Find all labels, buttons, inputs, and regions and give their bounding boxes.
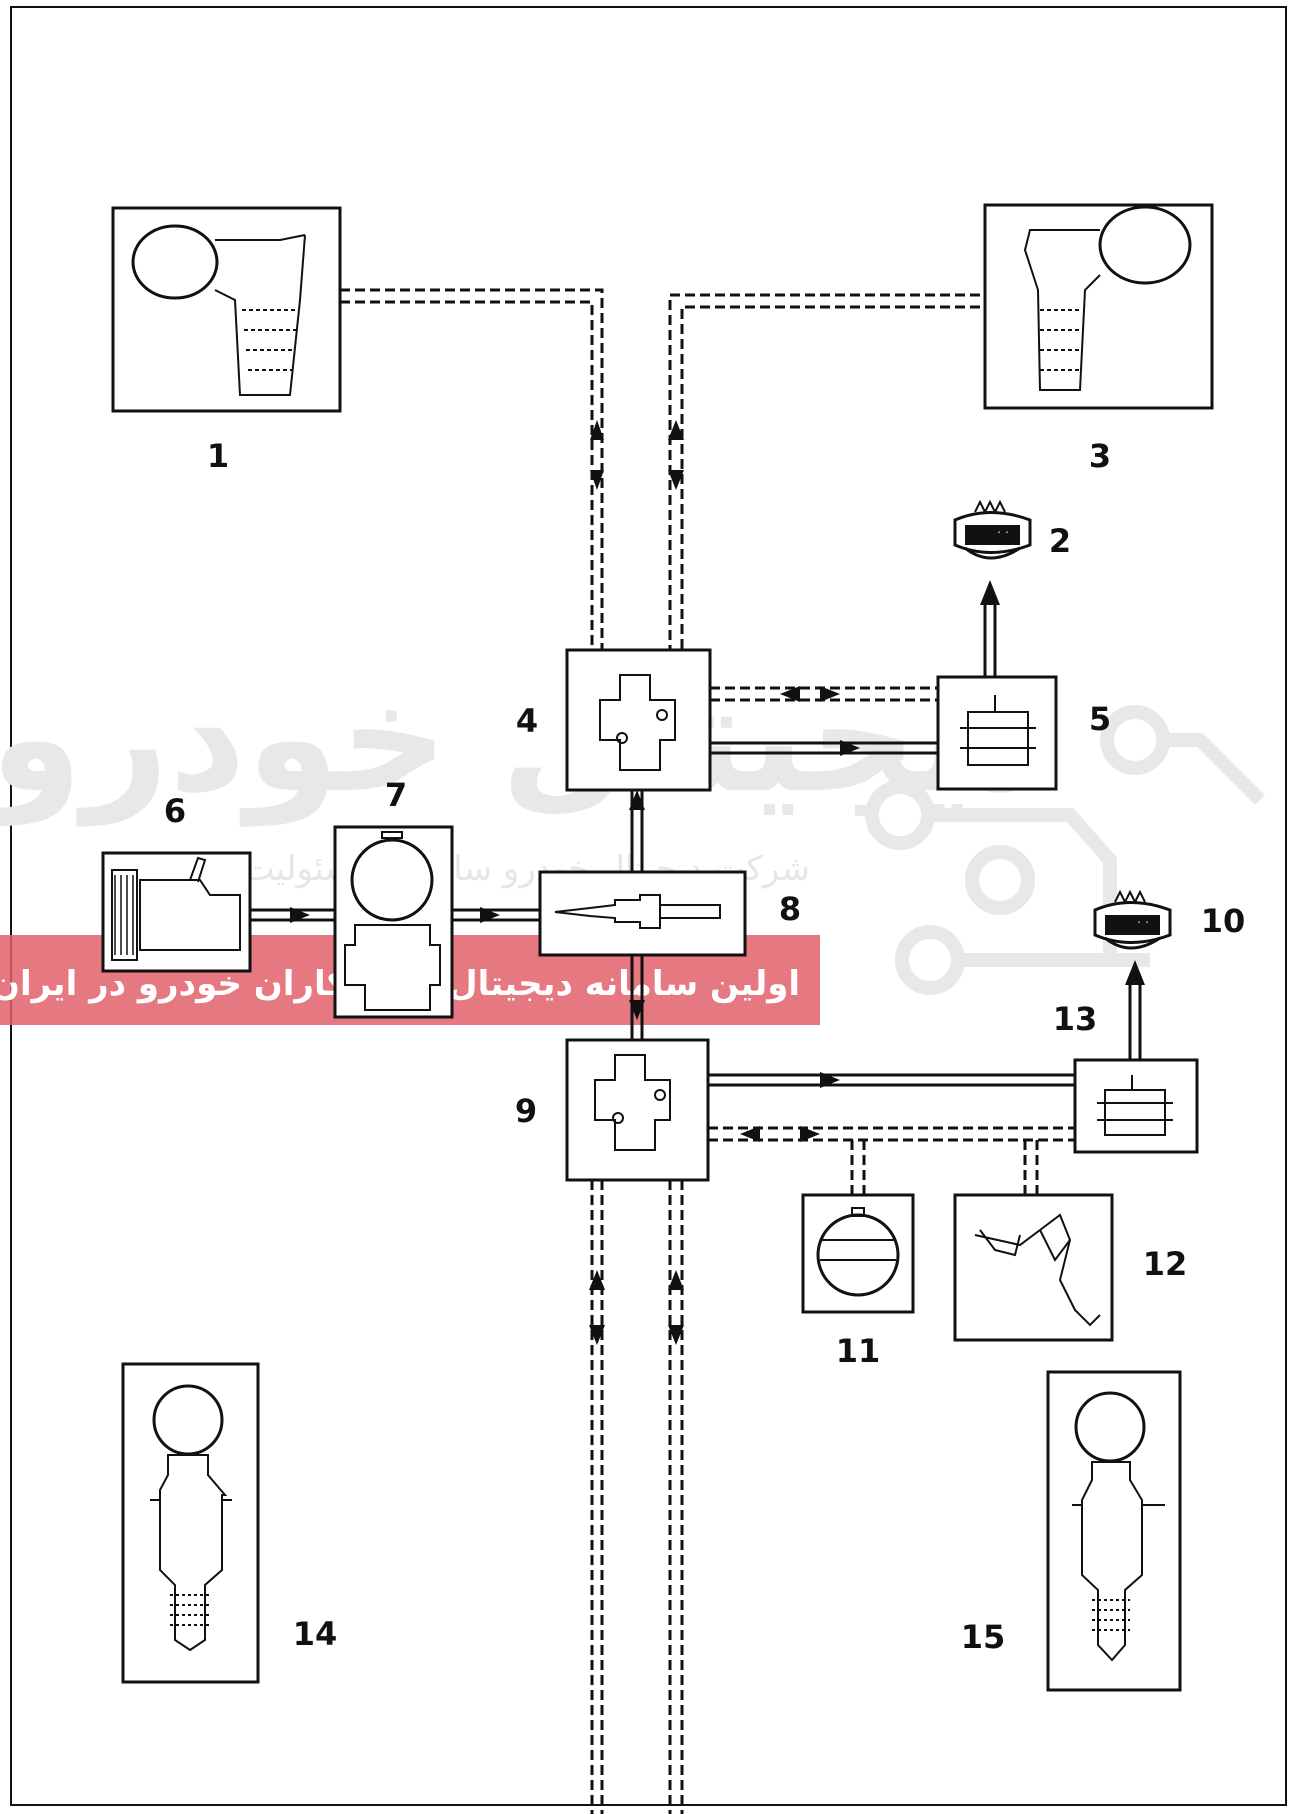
pressure-regulator-icon bbox=[936, 675, 1058, 791]
front-suspension-left-icon bbox=[111, 206, 342, 413]
sphere-accumulator-icon bbox=[801, 1193, 915, 1314]
valve-block-icon bbox=[565, 1038, 710, 1182]
line-3-to-4 bbox=[668, 293, 980, 650]
label-10: 10 bbox=[1201, 902, 1246, 940]
label-8: 8 bbox=[779, 890, 801, 928]
line-1-to-4 bbox=[340, 288, 604, 650]
component-numbers: 1 2 3 4 5 6 7 8 9 10 11 12 13 14 15 bbox=[164, 437, 1245, 1656]
accumulator-icon bbox=[333, 825, 454, 1019]
pump-icon bbox=[101, 851, 252, 973]
line-9-to-14 bbox=[590, 1180, 604, 1814]
label-15: 15 bbox=[961, 1618, 1006, 1656]
line-9-to-13 bbox=[708, 1073, 1075, 1087]
label-13: 13 bbox=[1053, 1000, 1098, 1038]
line-4-to-5-feed bbox=[710, 741, 938, 755]
rear-strut-icon bbox=[1046, 1370, 1182, 1692]
flow-arrows bbox=[290, 420, 1145, 1345]
label-11: 11 bbox=[836, 1332, 881, 1370]
valve-block-icon bbox=[565, 648, 712, 792]
rear-strut-icon bbox=[121, 1362, 260, 1684]
label-5: 5 bbox=[1089, 700, 1111, 738]
reservoir-2-label: LHM bbox=[973, 527, 1010, 545]
label-14: 14 bbox=[293, 1615, 338, 1653]
label-1: 1 bbox=[207, 437, 229, 475]
label-7: 7 bbox=[385, 776, 407, 814]
line-9-to-15 bbox=[668, 1180, 684, 1814]
lhm-reservoir-icon bbox=[953, 499, 1032, 560]
line-13-to-10 bbox=[1128, 985, 1142, 1060]
line-7-to-8 bbox=[452, 908, 540, 922]
components: LHM LHM bbox=[101, 203, 1214, 1692]
label-2: 2 bbox=[1049, 522, 1071, 560]
safety-valve-icon bbox=[538, 870, 747, 957]
diagram-frame bbox=[10, 6, 1287, 1806]
line-5-to-2 bbox=[983, 605, 997, 677]
lhm-reservoir-icon bbox=[1093, 889, 1172, 950]
label-4: 4 bbox=[516, 702, 538, 740]
front-suspension-right-icon bbox=[983, 203, 1214, 410]
watermark-circuit-graphic bbox=[865, 705, 1265, 995]
line-8-to-9 bbox=[630, 955, 644, 1040]
label-3: 3 bbox=[1089, 437, 1111, 475]
label-6: 6 bbox=[164, 792, 186, 830]
hydraulic-lines bbox=[250, 288, 1142, 1814]
line-9-to-11-12 bbox=[708, 1126, 1075, 1195]
brake-pedal-icon bbox=[953, 1193, 1114, 1342]
reservoir-10-label: LHM bbox=[1113, 917, 1150, 935]
pressure-regulator-icon bbox=[1073, 1058, 1199, 1154]
label-12: 12 bbox=[1143, 1245, 1188, 1283]
label-9: 9 bbox=[515, 1092, 537, 1130]
